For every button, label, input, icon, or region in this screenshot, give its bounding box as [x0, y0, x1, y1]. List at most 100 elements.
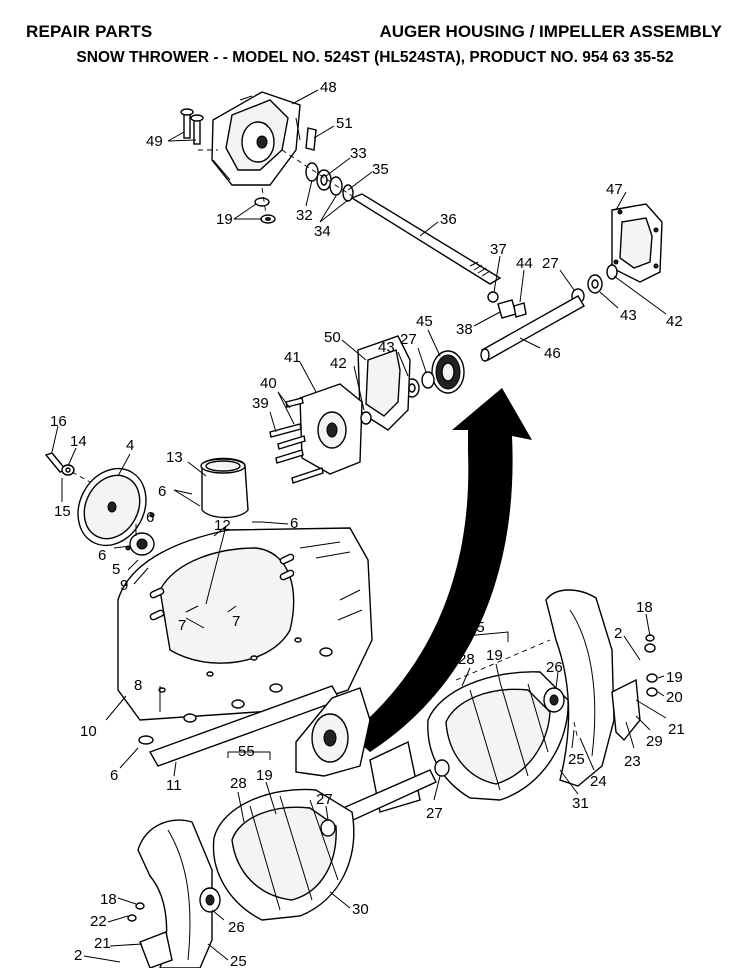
callout-25-left: 25 [230, 953, 247, 968]
callout-13: 13 [166, 449, 183, 466]
bearing-clip-part [611, 634, 658, 742]
callout-26-left: 26 [228, 919, 245, 936]
callout-21-right: 21 [668, 721, 685, 738]
callout-21-left: 21 [94, 935, 111, 952]
callout-5: 5 [112, 561, 120, 578]
bearing-part [305, 162, 354, 202]
gear-case-half-part [299, 383, 372, 475]
pulley-part [77, 467, 147, 547]
callout-2-right: 2 [614, 625, 622, 642]
callout-6-c: 6 [290, 515, 298, 532]
callout-45: 45 [416, 313, 433, 330]
callout-43-top: 43 [620, 307, 637, 324]
callout-29: 29 [646, 733, 663, 750]
header-subtitle: SNOW THROWER - - MODEL NO. 524ST (HL524S… [76, 49, 674, 66]
assembly-direction-arrow [350, 388, 532, 752]
worm-gear-part [404, 350, 465, 398]
callout-31: 31 [572, 795, 589, 812]
callout-55-left: 55 [238, 743, 255, 760]
auger-spiral-right-part [427, 671, 569, 801]
callout-labels: 48 49 51 33 35 32 34 19 36 47 37 44 27 3… [50, 79, 685, 968]
callout-15: 15 [54, 503, 71, 520]
callout-46: 46 [544, 345, 561, 362]
callout-20: 20 [666, 689, 683, 706]
callout-39: 39 [252, 395, 269, 412]
callout-40: 40 [260, 375, 277, 392]
callout-49: 49 [146, 133, 163, 150]
callout-27-low-left: 27 [316, 791, 333, 808]
header-right-title: AUGER HOUSING / IMPELLER ASSEMBLY [379, 22, 722, 41]
callout-34: 34 [314, 223, 331, 240]
callout-41: 41 [284, 349, 301, 366]
gear-case-part [611, 203, 663, 283]
callout-10: 10 [80, 723, 97, 740]
nut-part [254, 197, 276, 224]
callout-19-top: 19 [216, 211, 233, 228]
callout-2-left: 2 [74, 947, 82, 964]
callout-6-d: 6 [98, 547, 106, 564]
gasket-part [357, 335, 411, 431]
callout-33: 33 [350, 145, 367, 162]
callout-19-left: 19 [256, 767, 273, 784]
callout-44: 44 [516, 255, 533, 272]
chute-adapter-part [200, 457, 249, 519]
callout-50: 50 [324, 329, 341, 346]
collar-part [497, 299, 527, 319]
leader-lines [51, 89, 667, 963]
callout-6-b: 6 [146, 509, 154, 526]
callout-4: 4 [126, 437, 134, 454]
callout-32: 32 [296, 207, 313, 224]
bolt-washer-part [44, 452, 75, 476]
callout-7-b: 7 [232, 613, 240, 630]
callout-11: 11 [166, 777, 182, 794]
side-plate-left-part [137, 819, 213, 968]
callout-25-right: 25 [568, 751, 585, 768]
callout-24: 24 [590, 773, 607, 790]
callout-12: 12 [214, 517, 231, 534]
carriage-bolt-part [138, 637, 333, 745]
callout-42-mid: 42 [330, 355, 347, 372]
impeller-housing-part [211, 91, 301, 186]
callout-23: 23 [624, 753, 641, 770]
side-plate-right-part [545, 589, 615, 787]
callout-18-left: 18 [100, 891, 117, 908]
callout-22: 22 [90, 913, 107, 930]
callout-16: 16 [50, 413, 67, 430]
callout-38: 38 [456, 321, 473, 338]
callout-6-e: 6 [110, 767, 118, 784]
callout-8: 8 [134, 677, 142, 694]
callout-28-left: 28 [230, 775, 247, 792]
callout-18-right: 18 [636, 599, 653, 616]
callout-47: 47 [606, 181, 623, 198]
callout-30: 30 [352, 901, 369, 918]
callout-42-top: 42 [666, 313, 683, 330]
callout-27-top: 27 [542, 255, 559, 272]
callout-28-right: 28 [458, 651, 475, 668]
callout-36: 36 [440, 211, 457, 228]
shaft-part [350, 193, 502, 285]
pin-part [305, 127, 317, 151]
callout-35: 35 [372, 161, 389, 178]
callout-55-right: 55 [468, 619, 485, 636]
callout-14: 14 [70, 433, 87, 450]
callout-7-a: 7 [178, 617, 186, 634]
callout-27-low-right: 27 [426, 805, 443, 822]
hub-part [543, 687, 565, 713]
callout-26-right: 26 [546, 659, 563, 676]
bolt-part [180, 108, 204, 145]
hub-lower-part [199, 887, 221, 913]
lower-fasteners-part [127, 902, 173, 968]
auger-housing-part [117, 527, 373, 721]
callout-37: 37 [490, 241, 507, 258]
worm-shaft-part [480, 295, 585, 362]
callout-19-far-right: 19 [666, 669, 683, 686]
callout-48: 48 [320, 79, 337, 96]
callout-19-right: 19 [486, 647, 503, 664]
callout-6-a: 6 [158, 483, 166, 500]
callout-43-mid: 43 [378, 339, 395, 356]
header-left-title: REPAIR PARTS [26, 22, 153, 41]
bolt-set-part [269, 397, 324, 484]
callout-9: 9 [120, 577, 128, 594]
callout-51: 51 [336, 115, 353, 132]
